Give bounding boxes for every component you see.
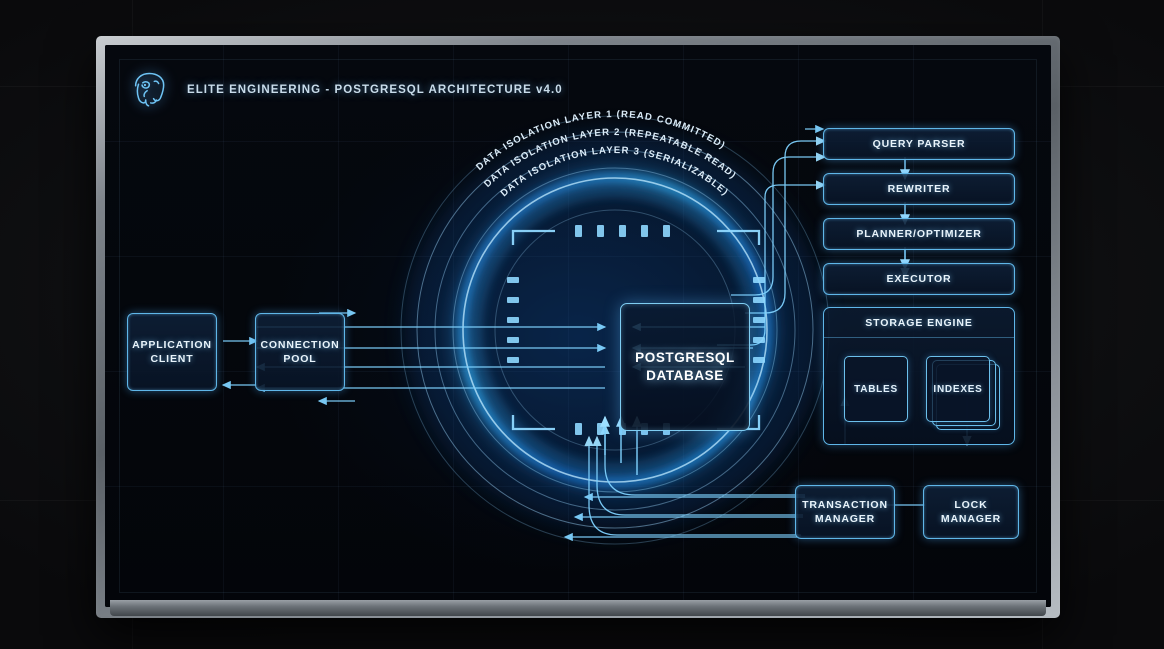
database-label-line1: POSTGRESQL [635, 350, 735, 366]
energy-ring-inner [475, 190, 755, 470]
display-monitor: ELITE ENGINEERING - POSTGRESQL ARCHITECT… [96, 36, 1060, 618]
node-connection-pool[interactable]: CONNECTION POOL [255, 313, 345, 391]
grid-line [223, 45, 224, 607]
guide-circle [434, 149, 796, 511]
node-executor[interactable]: EXECUTOR [823, 263, 1015, 295]
node-lock-manager[interactable]: LOCK MANAGER [923, 485, 1019, 539]
energy-ring-edge [462, 177, 768, 483]
connection-pool-line2: POOL [283, 353, 317, 365]
connection-pool-line1: CONNECTION [260, 338, 340, 351]
chip-frame [511, 229, 761, 431]
page-title: ELITE ENGINEERING - POSTGRESQL ARCHITECT… [187, 84, 563, 96]
node-application-client[interactable]: APPLICATION CLIENT [127, 313, 217, 391]
screen-header: ELITE ENGINEERING - POSTGRESQL ARCHITECT… [127, 67, 563, 113]
node-rewriter[interactable]: REWRITER [823, 173, 1015, 205]
screen-inner-frame [119, 59, 1037, 593]
guide-circle [452, 167, 778, 493]
storage-engine-title: STORAGE ENGINE [824, 308, 1014, 338]
node-storage-engine[interactable]: STORAGE ENGINE TABLES INDEXES [823, 307, 1015, 445]
screen-content: ELITE ENGINEERING - POSTGRESQL ARCHITECT… [105, 45, 1051, 607]
lock-manager-line2: MANAGER [940, 513, 1002, 525]
postgresql-database-node[interactable]: POSTGRESQL DATABASE [620, 303, 750, 431]
application-client-line2: CLIENT [150, 353, 194, 365]
node-indexes[interactable]: INDEXES [926, 356, 990, 422]
guide-circle [416, 131, 814, 529]
transaction-manager-line1: TRANSACTION [802, 498, 888, 511]
lock-manager-line1: LOCK [954, 498, 988, 511]
node-planner-optimizer[interactable]: PLANNER/OPTIMIZER [823, 218, 1015, 250]
application-client-line1: APPLICATION [132, 338, 212, 351]
monitor-screen: ELITE ENGINEERING - POSTGRESQL ARCHITECT… [105, 45, 1051, 607]
node-query-parser[interactable]: QUERY PARSER [823, 128, 1015, 160]
storage-engine-body: TABLES INDEXES [824, 338, 1014, 444]
database-label-line2: DATABASE [646, 368, 724, 383]
transaction-manager-line2: MANAGER [814, 513, 876, 525]
node-transaction-manager[interactable]: TRANSACTION MANAGER [795, 485, 895, 539]
monitor-base-bar [110, 600, 1046, 616]
postgresql-elephant-icon [134, 72, 165, 107]
node-tables[interactable]: TABLES [844, 356, 908, 422]
